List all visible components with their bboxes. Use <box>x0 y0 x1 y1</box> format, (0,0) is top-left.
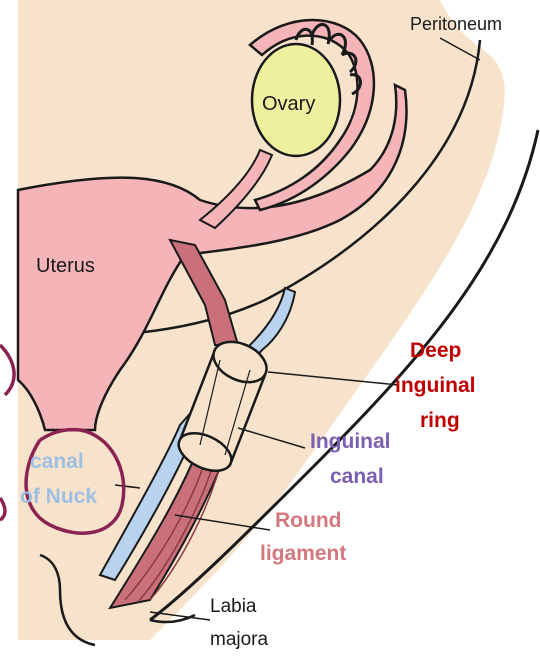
labia-majora-label-2: majora <box>210 629 269 650</box>
deep-inguinal-ring-label-3: ring <box>420 409 460 432</box>
deep-inguinal-ring-label-2: inguinal <box>395 374 476 397</box>
round-ligament-label-1: Round <box>275 509 341 532</box>
round-ligament-label-2: ligament <box>260 542 346 565</box>
annotation-arc-left-lower <box>0 498 5 520</box>
ovary-label: Ovary <box>262 93 315 115</box>
deep-inguinal-ring-label-1: Deep <box>410 339 461 362</box>
canal-of-nuck-label-2: of Nuck <box>20 485 97 508</box>
inguinal-canal-label-1: Inguinal <box>310 430 391 453</box>
peritoneum-label: Peritoneum <box>410 14 502 34</box>
labia-majora-label-1: Labia <box>210 596 257 617</box>
annotation-arc-left <box>0 345 14 395</box>
inguinal-canal-label-2: canal <box>330 465 384 488</box>
uterus-label: Uterus <box>36 255 95 277</box>
canal-of-nuck-label-1: canal <box>30 450 84 473</box>
